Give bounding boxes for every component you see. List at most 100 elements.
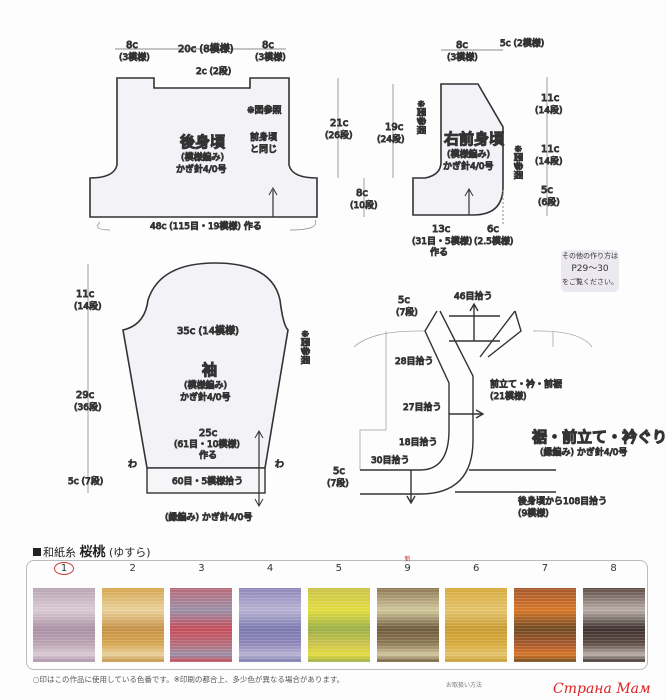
yarn-swatch-5 xyxy=(307,588,370,662)
sleeve-cuff-label: (縁編み) かぎ針4/0号 xyxy=(165,511,252,523)
band-front-band: 前立て・衿・前裾 xyxy=(490,378,562,390)
band-front-band-sub: (21模様) xyxy=(490,390,526,402)
back-top-left: 8c xyxy=(126,40,138,51)
swatch-number-text: 6 xyxy=(473,563,480,574)
yarn-title: 和紙糸 桜桃 (ゆすら) xyxy=(33,541,151,560)
back-bottom: 48c (115目・19模様) 作る xyxy=(150,220,262,232)
yarn-reading: (ゆすら) xyxy=(109,546,151,559)
band-p30: 30目拾う xyxy=(371,454,409,466)
front-see-fig: ※図参照 xyxy=(415,100,427,135)
square-bullet-icon xyxy=(33,548,41,556)
swatch-number: 4 xyxy=(239,563,301,574)
front-see-fig-2: ※図参照 xyxy=(512,145,524,180)
band-p28: 28目拾う xyxy=(395,355,433,367)
sleeve-wa-right: わ xyxy=(275,459,284,470)
yarn-swatch-7 xyxy=(513,588,576,662)
front-bottom-make: 作る xyxy=(430,246,448,258)
back-height2-sub: (10段) xyxy=(350,199,377,211)
yarn-label: 和紙糸 xyxy=(43,546,76,559)
band-diagram xyxy=(353,302,593,505)
swatch-number-text: 3 xyxy=(198,563,205,574)
swatch-number-text: 5 xyxy=(335,563,342,574)
back-height1: 21c xyxy=(330,118,348,129)
band-neck-h-sub: (7段) xyxy=(396,306,418,318)
back-height2: 8c xyxy=(356,188,368,199)
front-title: 右前身頃 xyxy=(444,130,505,148)
back-height1-sub: (26段) xyxy=(325,129,352,141)
yarn-swatch-4 xyxy=(239,588,302,662)
front-bottom-r-sub: (2.5模様) xyxy=(474,235,513,247)
front-left-h: 19c xyxy=(385,122,403,133)
swatch-number-text: 7 xyxy=(541,563,549,574)
front-bottom-sub: (31目・5模様) xyxy=(412,235,472,247)
back-neck-depth: 2c (2段) xyxy=(196,65,231,77)
front-top-w-sub: (3模様) xyxy=(447,51,478,63)
sleeve-cap-h-sub: (14段) xyxy=(74,300,101,312)
back-see-fig: ※図参照 xyxy=(247,104,282,116)
swatch-number-text: 8 xyxy=(610,563,617,574)
sleeve-body-h-sub: (36段) xyxy=(74,401,101,413)
front-top-r: 5c (2模様) xyxy=(500,37,544,49)
swatch-number: 1 xyxy=(33,562,95,575)
new-badge: 新 xyxy=(404,556,411,563)
front-stitch: (模様編み) xyxy=(447,148,490,160)
swatch-number: 8 xyxy=(583,563,645,574)
band-p27: 27目拾う xyxy=(403,401,441,413)
back-same-2: と同じ xyxy=(250,144,277,155)
band-back-pick: 後身頃から108目拾う xyxy=(518,495,607,507)
back-body-shape xyxy=(89,77,318,218)
sleeve-cuff-h: 5c (7段) xyxy=(68,475,103,487)
front-bottom: 13c xyxy=(432,224,450,235)
reference-note: その他の作り方は P29～30 をご覧ください。 xyxy=(561,250,619,292)
sleeve-cuff xyxy=(146,467,266,494)
back-top-mid: 20c (8模様) xyxy=(178,42,234,55)
yarn-swatch-1 xyxy=(33,588,95,662)
back-top-right: 8c xyxy=(262,40,274,51)
sleeve-cast-sub: (61目・10模様) xyxy=(174,438,240,450)
swatch-number-text: 1 xyxy=(53,562,75,575)
sleeve-cap-h: 11c xyxy=(76,289,94,300)
swatch-number-text: 4 xyxy=(266,563,274,574)
swatch-number-text: 9 xyxy=(404,563,411,574)
swatch-number: 2 xyxy=(102,563,164,574)
swatch-number-text: 2 xyxy=(129,563,136,574)
sleeve-cast-make: 作る xyxy=(199,449,217,461)
band-hem-h: 5c xyxy=(333,466,345,477)
watermark: Страна Мам xyxy=(553,681,651,697)
front-r2: 11c xyxy=(541,144,559,155)
swatch-number: 6 xyxy=(445,563,507,574)
sleeve-pickup: 60目・5模様拾う xyxy=(172,475,243,487)
sleeve-title: 袖 xyxy=(202,361,217,379)
front-left-h-sub: (24段) xyxy=(377,133,404,145)
reference-line1: その他の作り方は xyxy=(562,252,618,260)
back-stitch: (模様編み) xyxy=(181,151,224,163)
band-p46: 46目拾う xyxy=(454,290,492,302)
back-top-right-sub: (3模様) xyxy=(255,51,286,63)
sleeve-wa-left: わ xyxy=(128,459,137,470)
yarn-swatch-3 xyxy=(170,588,233,662)
color-note: ○印はこの作品に使用している色番です。※印刷の都合上、多少色が異なる場合がありま… xyxy=(33,675,345,684)
swatch-number: 3 xyxy=(170,563,232,574)
front-r3-sub: (6段) xyxy=(538,196,560,208)
band-neck-h: 5c xyxy=(398,295,410,306)
yarn-swatch-8 xyxy=(582,588,645,662)
swatch-number: 5 xyxy=(308,563,370,574)
sleeve-stitch: (模様編み) xyxy=(184,379,227,391)
yarn-swatch-9 xyxy=(376,588,439,662)
back-same-1: 前身頃 xyxy=(250,131,277,143)
yarn-swatch-6 xyxy=(445,588,508,662)
sleeve-see-fig: ※図参照 xyxy=(299,330,311,365)
sleeve-shape xyxy=(122,262,289,469)
back-hook: かぎ針4/0号 xyxy=(176,163,227,175)
band-back-pick-sub: (9模様) xyxy=(518,507,549,519)
band-p18: 18目拾う xyxy=(399,436,437,448)
front-bottom-r: 6c xyxy=(487,224,499,235)
front-r1-sub: (14段) xyxy=(535,104,562,116)
band-sub: (縁編み) かぎ針4/0号 xyxy=(540,446,627,458)
yarn-name: 桜桃 xyxy=(79,545,106,560)
band-hem-h-sub: (7段) xyxy=(327,477,349,489)
reference-line3: をご覧ください。 xyxy=(562,278,618,286)
reference-pages: P29～30 xyxy=(571,264,609,274)
sleeve-cast: 25c xyxy=(199,428,217,439)
